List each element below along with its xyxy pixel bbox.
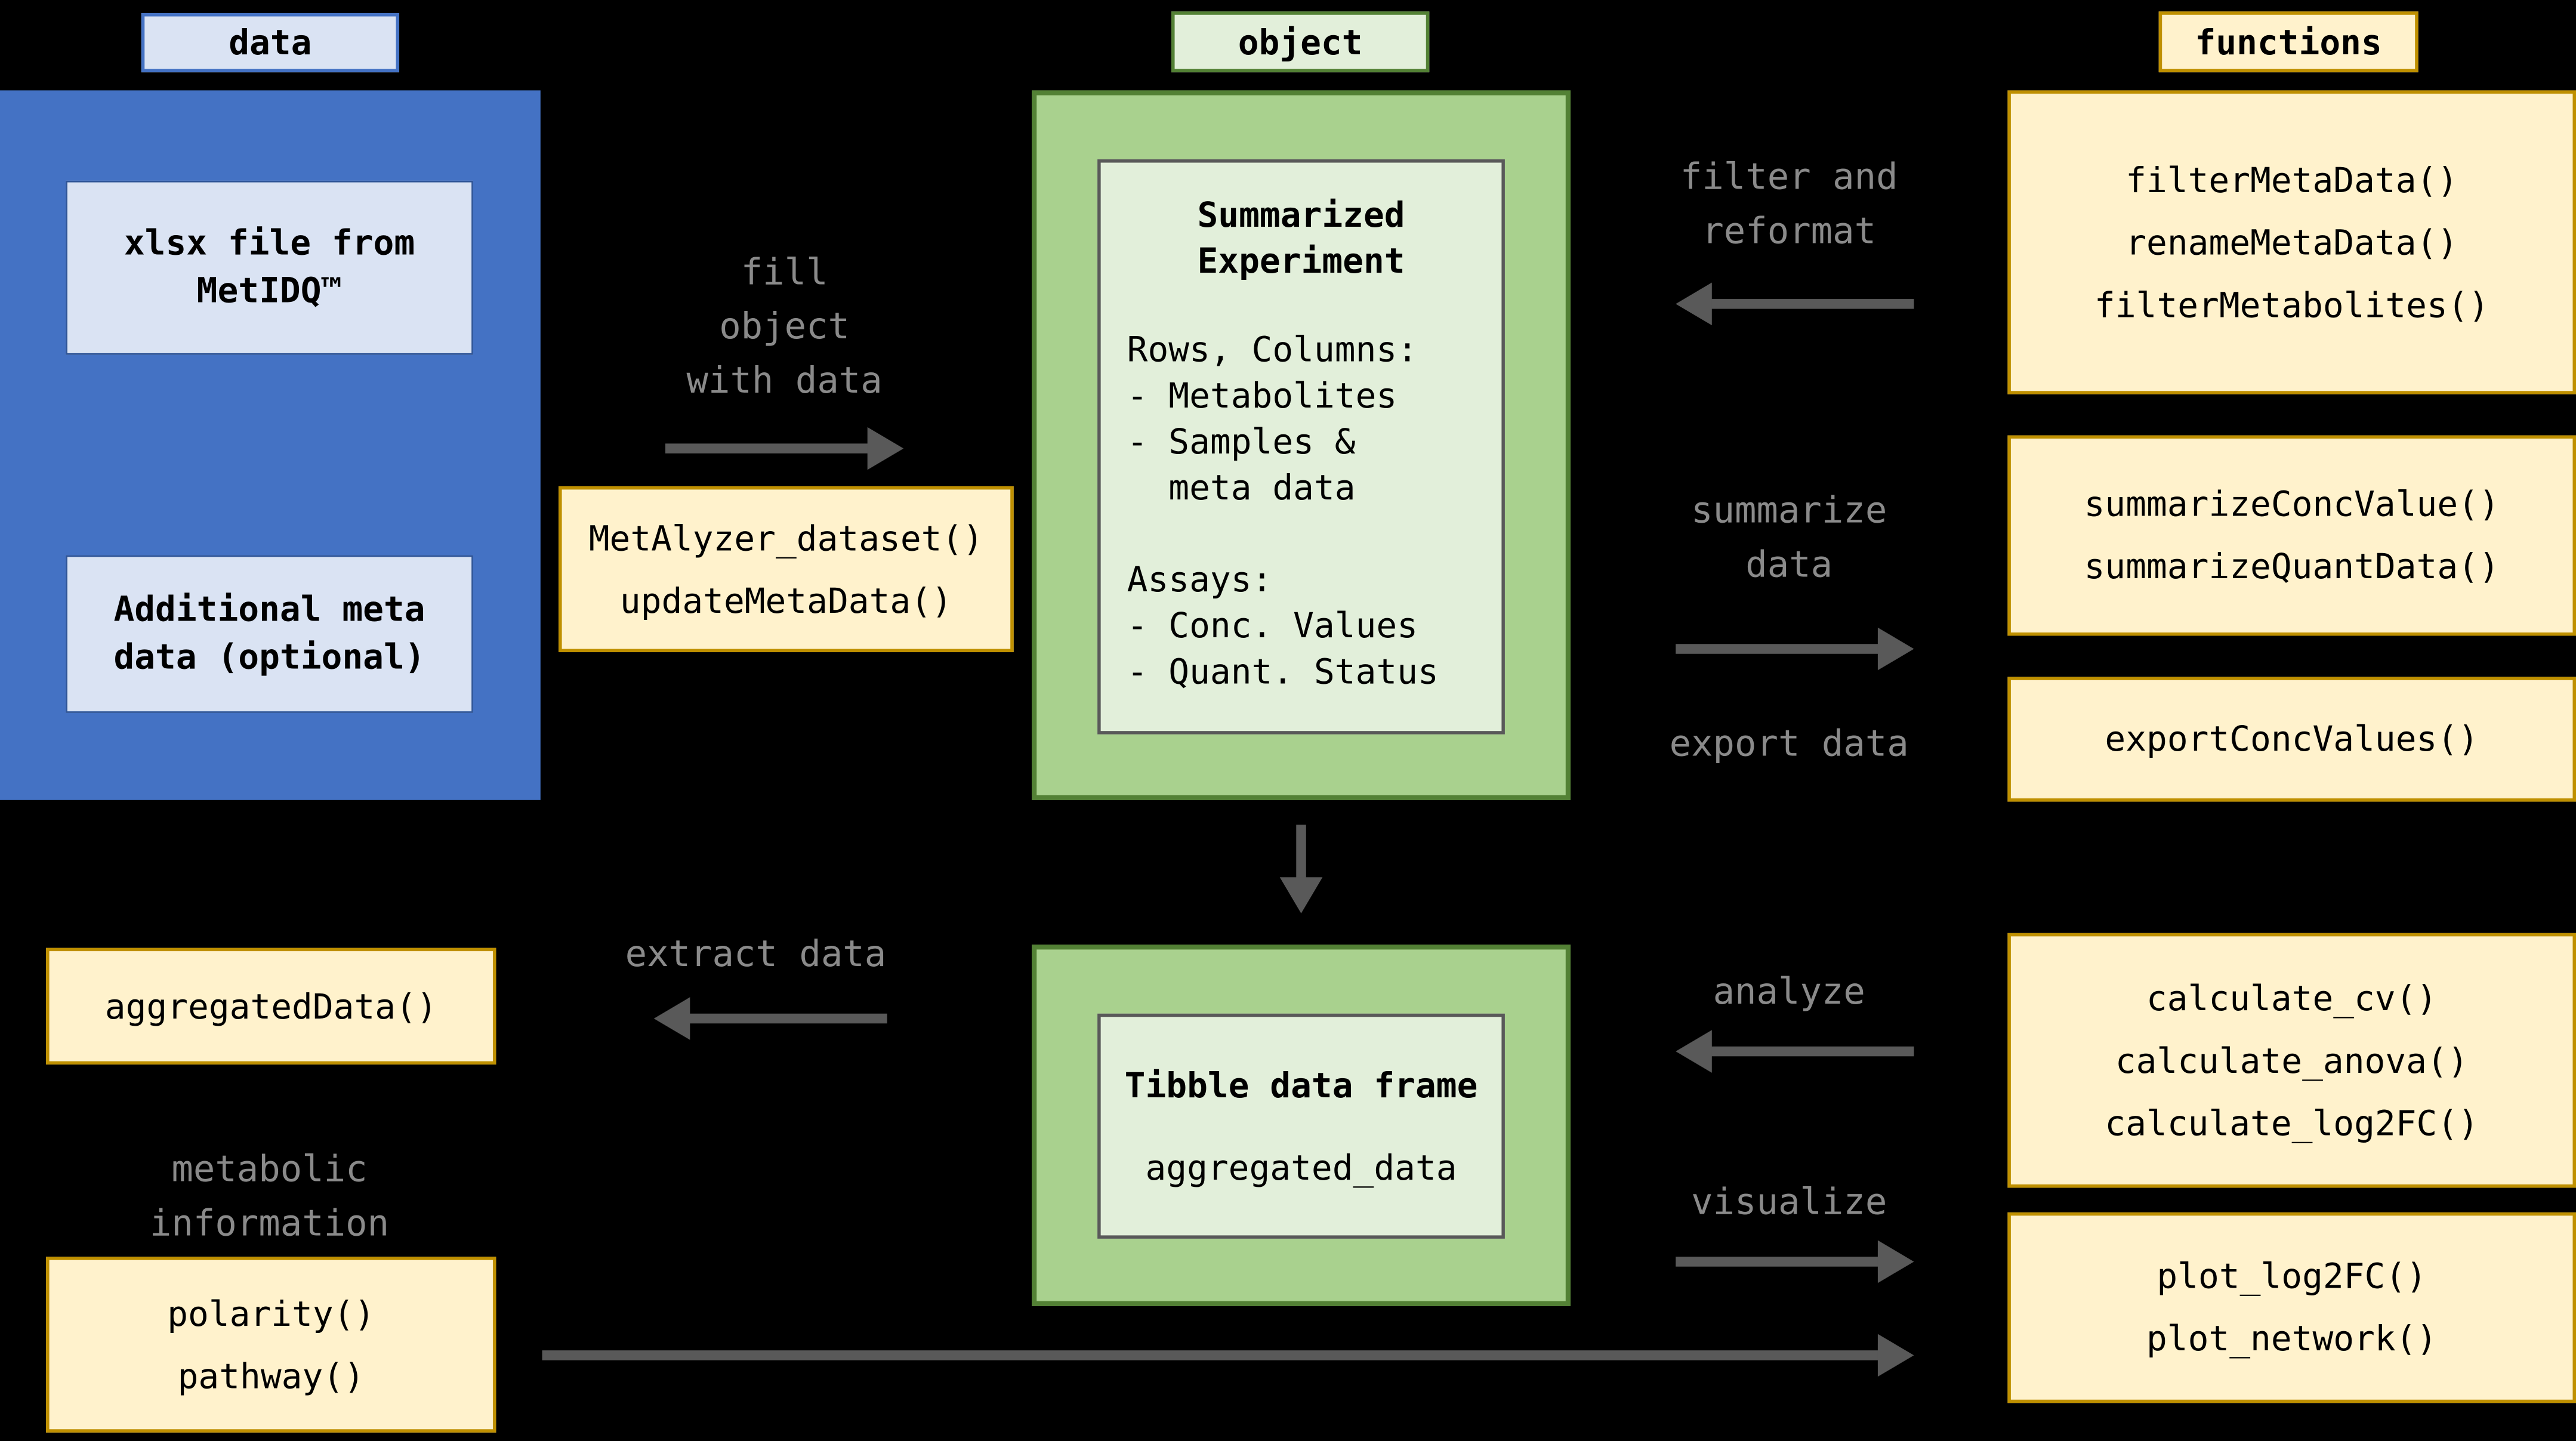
function-label: calculate_log2FC() [2105,1103,2479,1143]
object-to-tibble-arrow-down-icon [1279,825,1323,914]
function-label: polarity() [167,1294,375,1334]
summarize-arrow-right-icon [1676,627,1914,671]
summarized-experiment-title: Summarized Experiment [1197,195,1405,281]
function-label: plot_log2FC() [2157,1257,2427,1297]
function-label: pathway() [177,1356,365,1396]
column-header-data: data [141,13,400,73]
visualize-functions-box: plot_log2FC() plot_network() [2007,1212,2576,1403]
aggregated-data-function-box: aggregatedData() [46,948,496,1065]
dataset-functions-box: MetAlyzer_dataset() updateMetaData() [559,486,1014,653]
analyze-label: analyze [1713,972,1865,1014]
function-label: summarizeQuantData() [2084,547,2500,587]
function-label: calculate_cv() [2146,978,2438,1018]
extract-data-label: extract data [625,934,887,976]
visualize-arrow-right-icon [1676,1240,1914,1283]
function-label: calculate_anova() [2115,1041,2469,1081]
summarized-experiment-body: Rows, Columns: - Metabolites - Samples &… [1127,330,1439,692]
extract-arrow-left-icon [653,997,887,1040]
column-header-object: object [1171,11,1430,73]
data-panel: xlsx file from MetIDQ™ Additional meta d… [0,90,541,800]
fill-object-arrow-right-icon [665,427,904,470]
summarize-data-label: summarize data [1691,491,1887,587]
function-label: plot_network() [2146,1319,2438,1359]
tibble-panel: Tibble data frame aggregated_data [1032,945,1571,1306]
metabolic-arrow-right-icon [542,1334,1914,1377]
tibble-value: aggregated_data [1145,1147,1457,1187]
function-label: aggregatedData() [104,986,437,1026]
function-label: renameMetaData() [2125,223,2458,263]
fill-object-label: fill object with data [686,252,883,403]
additional-meta-data-box: Additional meta data (optional) [66,555,473,713]
function-label: updateMetaData() [619,581,952,621]
summarize-functions-box: summarizeConcValue() summarizeQuantData(… [2007,435,2576,636]
filter-functions-box: filterMetaData() renameMetaData() filter… [2007,90,2576,394]
function-label: summarizeConcValue() [2084,485,2500,524]
function-label: MetAlyzer_dataset() [588,518,984,558]
column-header-functions: functions [2158,11,2418,73]
function-label: filterMetabolites() [2094,285,2489,325]
metabolic-functions-box: polarity() pathway() [46,1257,496,1433]
xlsx-file-box: xlsx file from MetIDQ™ [66,180,473,355]
filter-reformat-label: filter and reformat [1680,158,1898,253]
function-label: exportConcValues() [2105,719,2479,759]
function-label: filterMetaData() [2125,160,2458,200]
visualize-label: visualize [1691,1183,1887,1224]
summarized-experiment-panel: Summarized Experiment Rows, Columns: - M… [1032,90,1571,800]
analyze-arrow-left-icon [1676,1030,1914,1073]
summarized-experiment-box: Summarized Experiment Rows, Columns: - M… [1097,159,1505,735]
analyze-functions-box: calculate_cv() calculate_anova() calcula… [2007,933,2576,1188]
export-data-label: export data [1669,724,1909,766]
metabolic-information-label: metabolic information [149,1150,390,1245]
filter-arrow-left-icon [1676,282,1914,326]
export-functions-box: exportConcValues() [2007,677,2576,802]
tibble-title: Tibble data frame [1124,1065,1478,1105]
tibble-box: Tibble data frame aggregated_data [1097,1013,1505,1239]
